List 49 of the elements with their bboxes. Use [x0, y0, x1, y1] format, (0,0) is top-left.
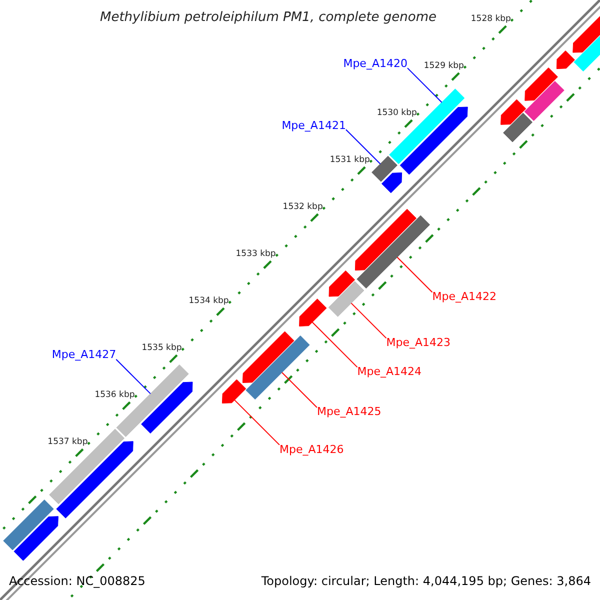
scale-label: 1535 kbp: [142, 342, 182, 353]
leader-line: [345, 129, 381, 164]
gene-label: Mpe_A1426: [279, 443, 344, 456]
gene-bar: [3, 500, 54, 550]
leader-line: [116, 358, 151, 394]
leader-line: [281, 372, 318, 408]
gene-bar: [503, 112, 533, 142]
scale-label: 1536 kbp: [94, 390, 135, 400]
scale-label: 1530 kbp: [376, 108, 417, 118]
scale-label: 1531 kbp: [330, 154, 370, 165]
pointed-gene-bar: [222, 379, 246, 404]
leader-line: [234, 400, 280, 446]
pointed-gene-bar: [14, 516, 58, 561]
leader-line: [350, 302, 387, 339]
gene-label: Mpe_A1423: [386, 336, 451, 350]
gene-label: Mpe_A1421: [282, 118, 346, 132]
scale-label: 1533 kbp: [236, 248, 276, 259]
title: Methylibium petroleiphilum PM1, complete genome: [100, 10, 437, 25]
genome-info-text: Topology: circular; Length: 4,044,195 bp; Genes: 3,864: [261, 574, 591, 588]
gene-bar: [524, 80, 564, 121]
leader-line: [406, 68, 442, 103]
pointed-gene-bar: [400, 106, 468, 175]
gene-bar: [328, 281, 364, 317]
gene-bar: [246, 335, 310, 400]
gene-bar: [356, 215, 430, 289]
pointed-gene-bar: [141, 382, 193, 434]
gene-label: Mpe_A1424: [357, 365, 422, 378]
pointed-gene-bar: [242, 331, 294, 383]
pointed-gene-bar: [328, 270, 356, 297]
leader-line: [312, 322, 358, 368]
accession-text: Accession: NC_008825: [9, 574, 146, 588]
gene-label: Mpe_A1427: [52, 348, 116, 362]
gene-bar: [49, 428, 125, 504]
scale-label: 1529 kbp: [424, 60, 464, 71]
pointed-gene-bar: [354, 208, 417, 271]
gene-label: Mpe_A1425: [316, 406, 382, 419]
pointed-gene-bar: [381, 172, 402, 194]
leader-line: [396, 256, 433, 293]
scale-label: 1537 kbp: [48, 436, 88, 447]
scale-label: 1532 kbp: [282, 202, 323, 212]
gene-label: Mpe_A1420: [343, 57, 408, 70]
gene-label: Mpe_A1422: [432, 290, 496, 304]
scale-label: 1534 kbp: [188, 296, 229, 306]
pointed-gene-bar: [299, 298, 327, 326]
gene-bar: [372, 156, 398, 182]
gene-bar: [116, 364, 189, 438]
pointed-gene-bar: [500, 99, 526, 125]
pointed-gene-bar: [524, 67, 558, 101]
scale-label: 1528 kbp: [470, 14, 511, 24]
